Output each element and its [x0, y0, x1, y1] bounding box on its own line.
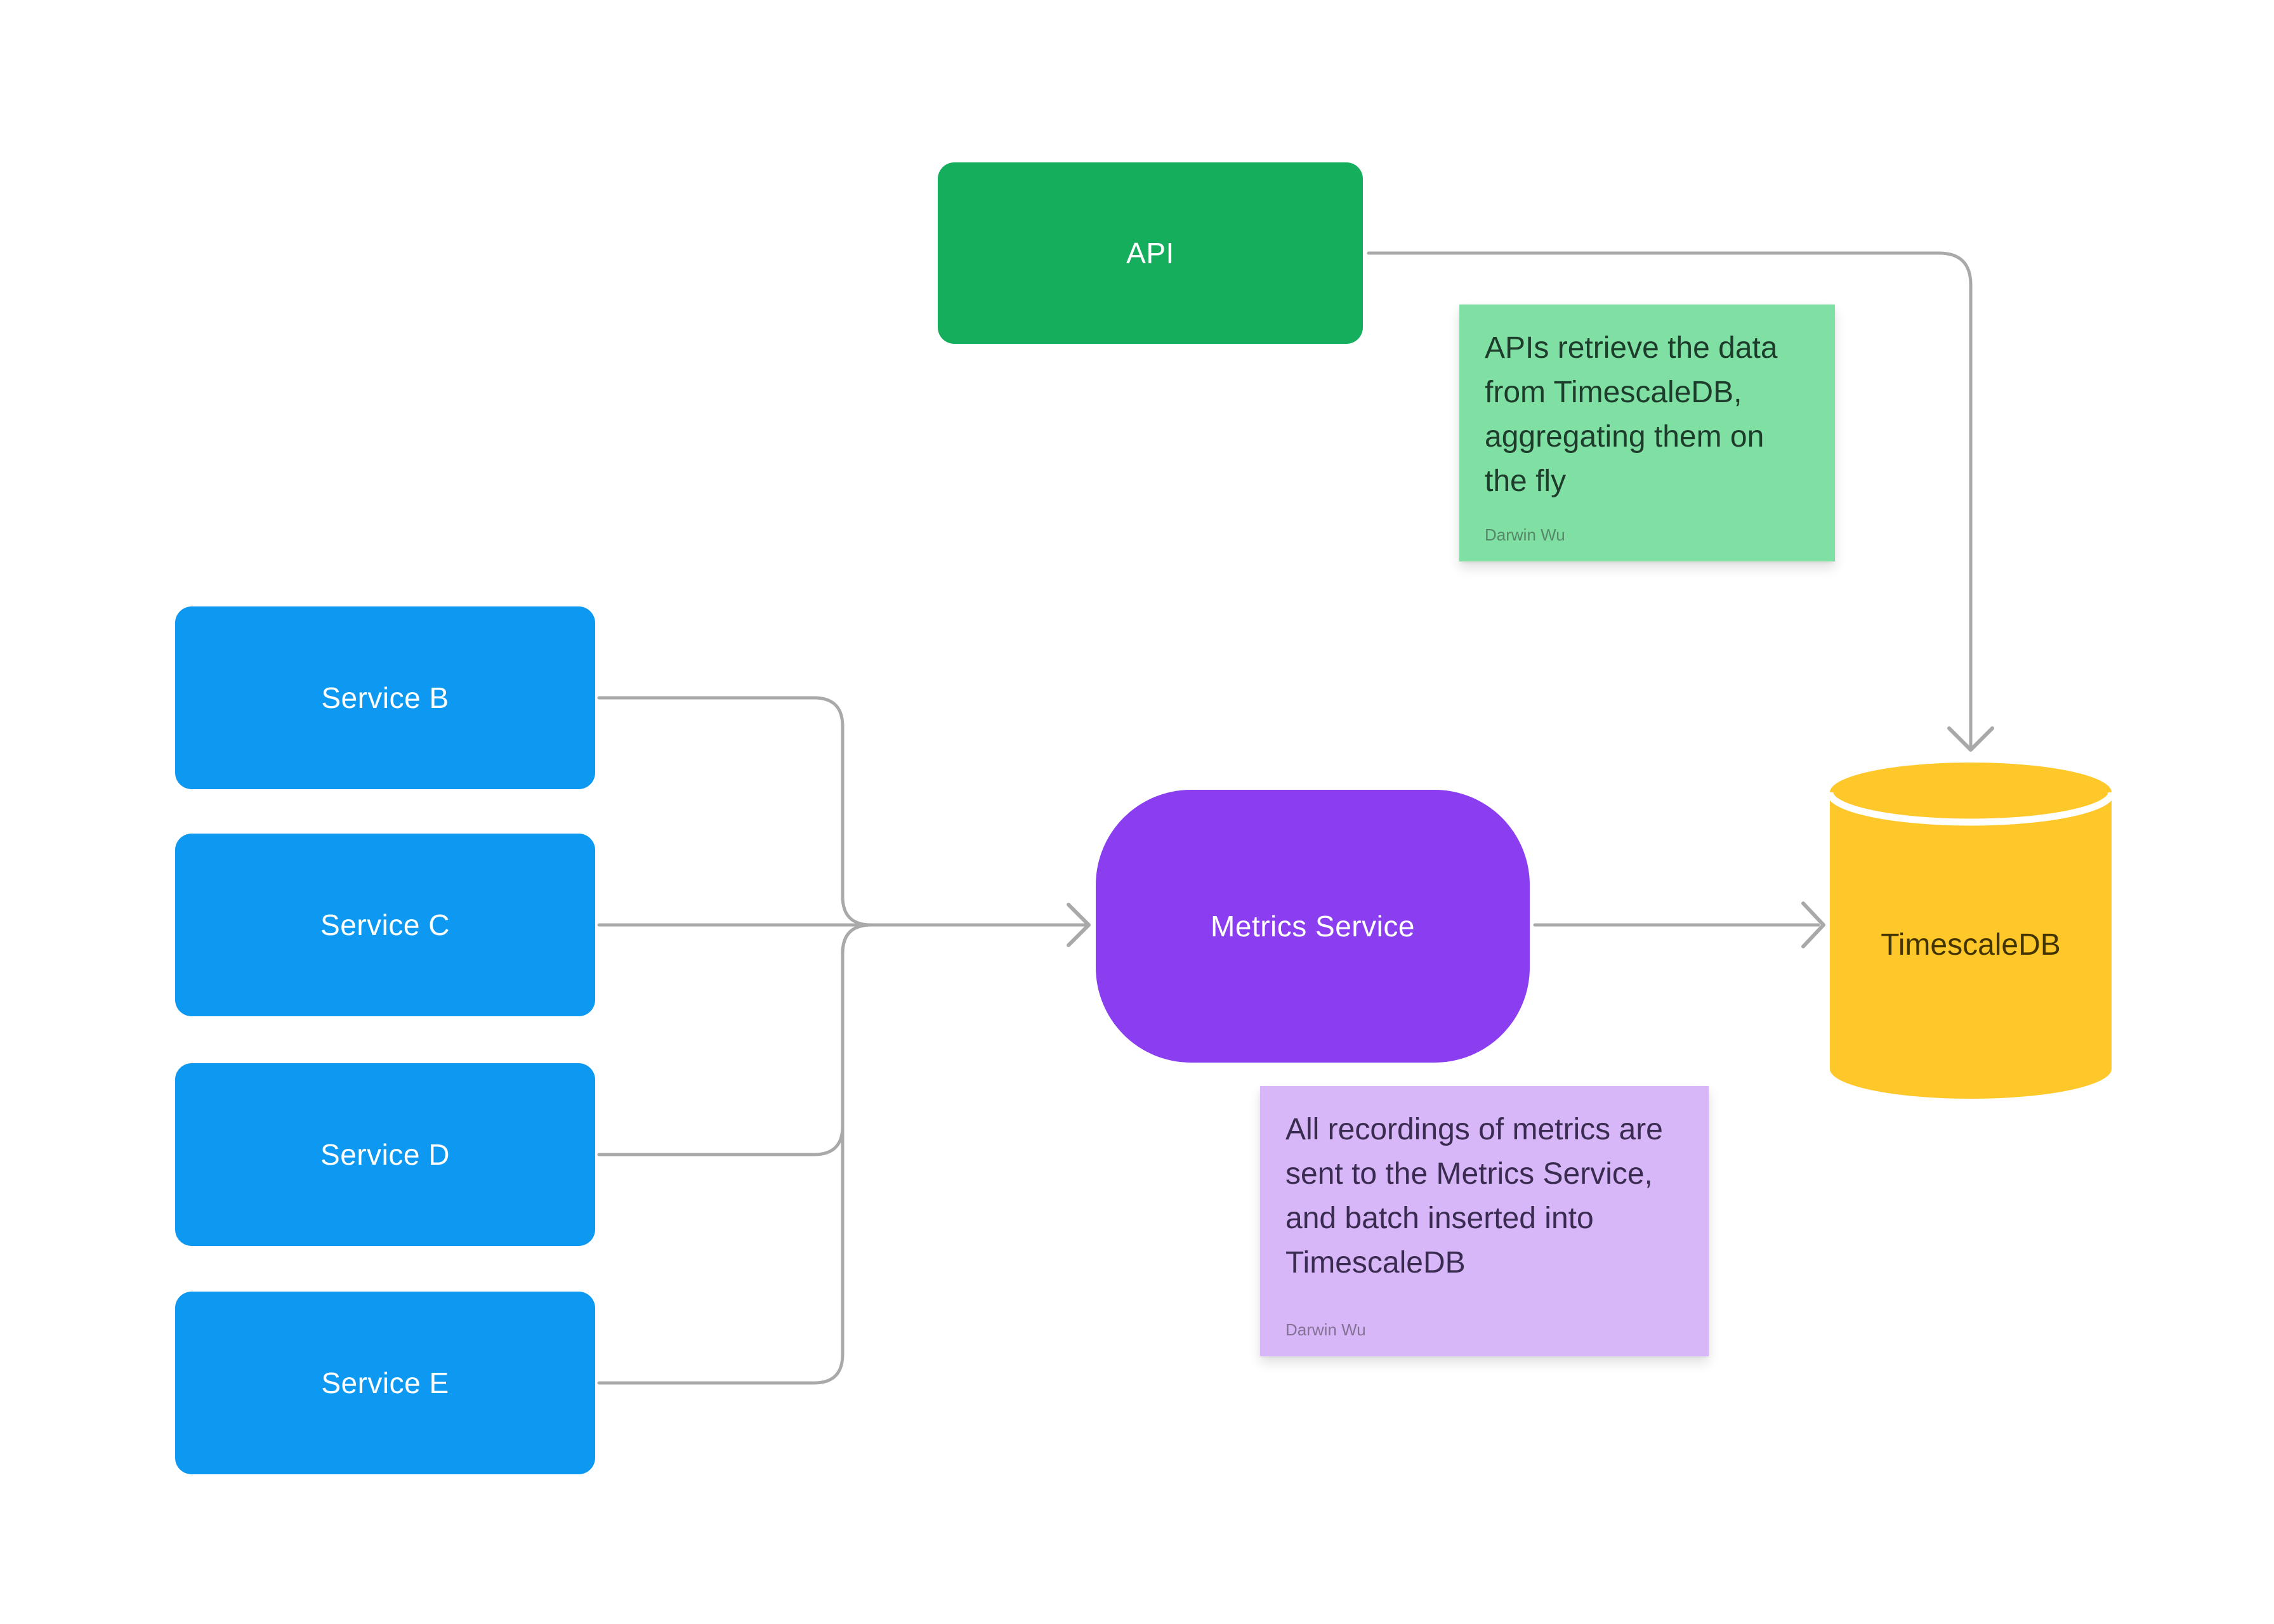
timescaledb-label: TimescaleDB	[1881, 928, 2061, 962]
connector-service-e[interactable]	[597, 923, 873, 1385]
metrics-service-node[interactable]: Metrics Service	[1096, 790, 1530, 1063]
timescaledb-cylinder[interactable]	[1830, 763, 2112, 1099]
api-node[interactable]: API	[938, 162, 1363, 344]
arrowhead-services-to-metrics	[1067, 903, 1091, 947]
sticky-note-api-text: APIs retrieve the data from TimescaleDB,…	[1485, 331, 1778, 498]
service-d-label: Service D	[320, 1138, 450, 1171]
sticky-note-metrics-author: Darwin Wu	[1285, 1320, 1366, 1339]
metrics-service-label: Metrics Service	[1211, 910, 1415, 943]
sticky-note-api[interactable]: APIs retrieve the data from TimescaleDB,…	[1459, 304, 1835, 561]
connector-api-to-db[interactable]	[1367, 251, 1973, 749]
arrowhead-api-to-db	[1947, 726, 1994, 752]
connector-service-d[interactable]	[597, 923, 873, 1156]
connector-service-b[interactable]	[597, 696, 873, 927]
sticky-note-api-author: Darwin Wu	[1485, 525, 1565, 544]
service-b-node[interactable]: Service B	[175, 606, 595, 789]
service-c-label: Service C	[320, 908, 450, 941]
service-d-node[interactable]: Service D	[175, 1063, 595, 1246]
sticky-note-metrics-text: All recordings of metrics are sent to th…	[1285, 1113, 1663, 1280]
service-c-node[interactable]: Service C	[175, 834, 595, 1016]
service-e-label: Service E	[321, 1366, 449, 1399]
timescaledb-node[interactable]	[1826, 763, 2115, 1099]
arrowhead-metrics-to-db	[1801, 901, 1825, 948]
api-node-label: API	[1126, 237, 1174, 270]
sticky-note-metrics[interactable]: All recordings of metrics are sent to th…	[1260, 1086, 1709, 1356]
service-e-node[interactable]: Service E	[175, 1292, 595, 1474]
service-b-label: Service B	[321, 681, 449, 714]
timescaledb-cylinder-separator	[1826, 792, 2115, 826]
